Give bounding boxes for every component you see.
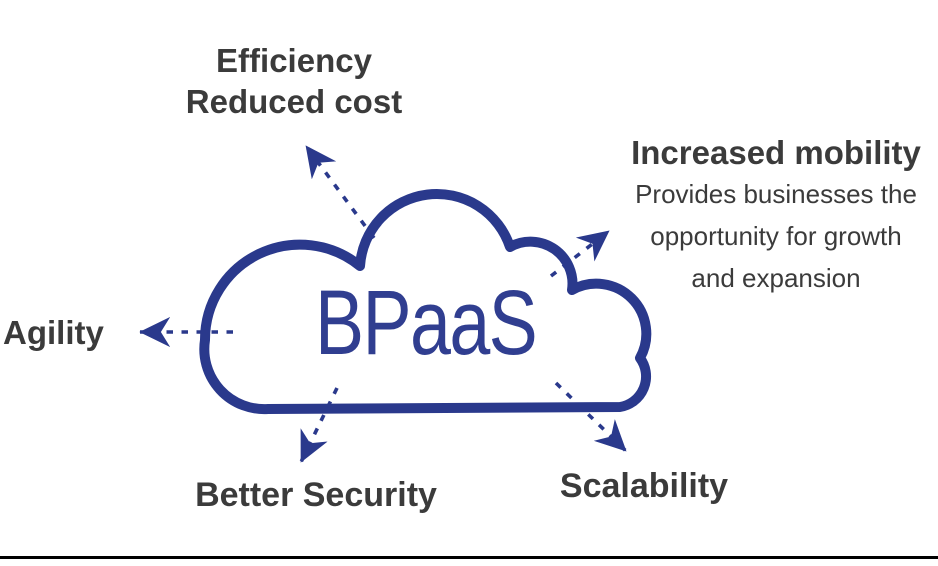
benefit-increased-mobility: Increased mobility Provides businesses t…: [614, 133, 938, 299]
bottom-divider-line: [0, 556, 938, 559]
mobility-description-line: Provides businesses the: [635, 179, 917, 209]
cloud-shape: [199, 189, 652, 415]
benefit-agility: Agility: [3, 314, 104, 351]
benefit-better-security: Better Security: [195, 476, 437, 514]
benefit-increased-mobility-description: Provides businesses the opportunity for …: [614, 173, 938, 299]
benefit-efficiency-line2: Reduced cost: [185, 83, 403, 120]
benefit-efficiency: Efficiency Reduced cost: [159, 40, 429, 122]
benefit-scalability: Scalability: [559, 467, 729, 505]
mobility-description-line: and expansion: [691, 263, 861, 293]
arrow-increased-mobility: [549, 229, 611, 278]
arrow-efficiency: [304, 144, 376, 240]
cloud-title: BPaaS: [315, 272, 538, 374]
benefit-increased-mobility-title: Increased mobility: [631, 134, 921, 171]
benefit-efficiency-line1: Efficiency: [216, 42, 372, 79]
arrow-scalability: [554, 381, 628, 453]
mobility-description-line: opportunity for growth: [650, 221, 902, 251]
